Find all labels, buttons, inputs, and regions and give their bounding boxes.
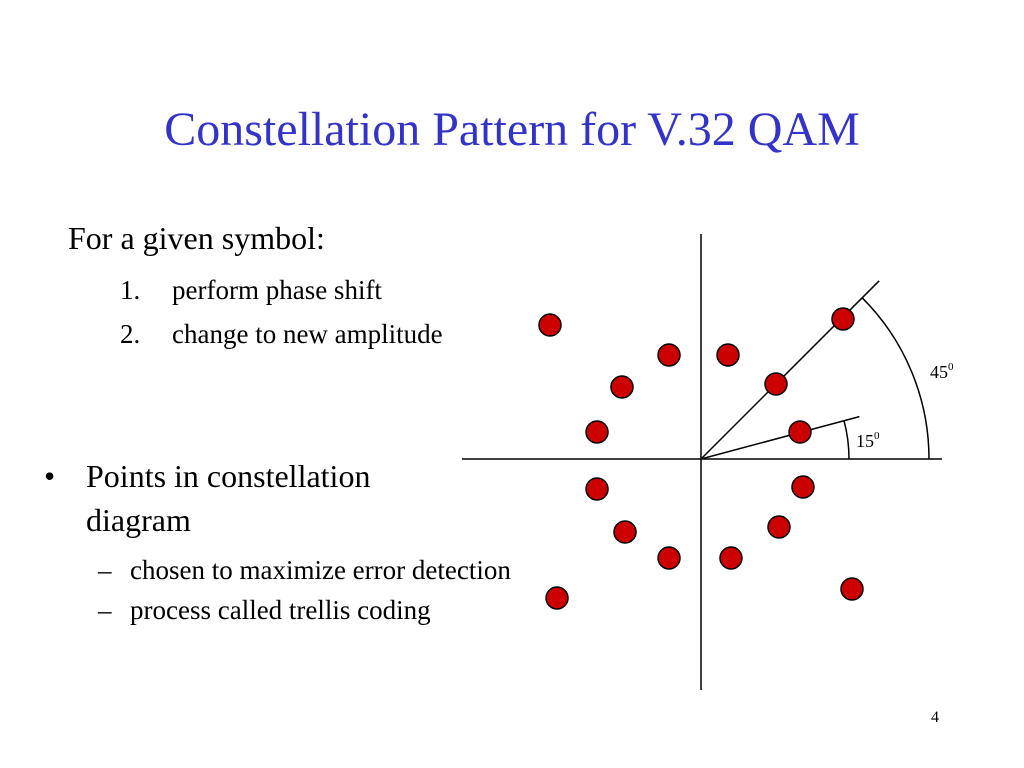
sub-bullet-item: – chosen to maximize error detection	[98, 553, 528, 587]
step-text: perform phase shift	[172, 275, 382, 305]
phase-ray-15	[700, 415, 860, 460]
constellation-point	[545, 586, 569, 610]
sub-bullet-text: chosen to maximize error detection	[130, 555, 511, 585]
angle-arc-15	[843, 420, 850, 460]
constellation-point	[791, 475, 815, 499]
sub-bullet-item: – process called trellis coding	[98, 593, 528, 627]
constellation-point	[831, 307, 855, 331]
angle-arc-45	[861, 297, 930, 460]
constellation-point	[657, 546, 681, 570]
sub-bullet-text: process called trellis coding	[130, 595, 431, 625]
constellation-point	[719, 546, 743, 570]
step-list: 1. perform phase shift 2. change to new …	[120, 272, 460, 360]
intro-text: For a given symbol:	[68, 220, 325, 256]
constellation-point	[767, 515, 791, 539]
step-text: change to new amplitude	[172, 319, 443, 349]
step-item: 1. perform phase shift	[120, 272, 460, 308]
sub-bullet-list: – chosen to maximize error detection – p…	[98, 553, 528, 633]
constellation-point	[657, 343, 681, 367]
phase-ray-45	[700, 280, 880, 460]
constellation-point	[585, 477, 609, 501]
constellation-point	[538, 313, 562, 337]
slide-title: Constellation Pattern for V.32 QAM	[164, 103, 860, 156]
step-item: 2. change to new amplitude	[120, 316, 460, 352]
constellation-points	[538, 307, 864, 610]
constellation-point	[840, 577, 864, 601]
constellation-point	[716, 343, 740, 367]
sub-bullet-marker: –	[98, 555, 112, 585]
sub-bullet-marker: –	[98, 595, 112, 625]
step-number: 2.	[120, 319, 141, 349]
bullet-text: Points in constellation diagram	[86, 458, 371, 538]
bullet-marker: •	[44, 458, 56, 494]
angle-label-15: 150	[856, 430, 880, 451]
constellation-point	[613, 520, 637, 544]
step-number: 1.	[120, 275, 141, 305]
angle-label-45: 450	[930, 361, 954, 382]
constellation-point	[788, 420, 812, 444]
page-number: 4	[931, 709, 939, 726]
constellation-point	[585, 420, 609, 444]
constellation-point	[610, 375, 634, 399]
constellation-point	[764, 372, 788, 396]
main-bullet: • Points in constellation diagram	[44, 454, 474, 542]
